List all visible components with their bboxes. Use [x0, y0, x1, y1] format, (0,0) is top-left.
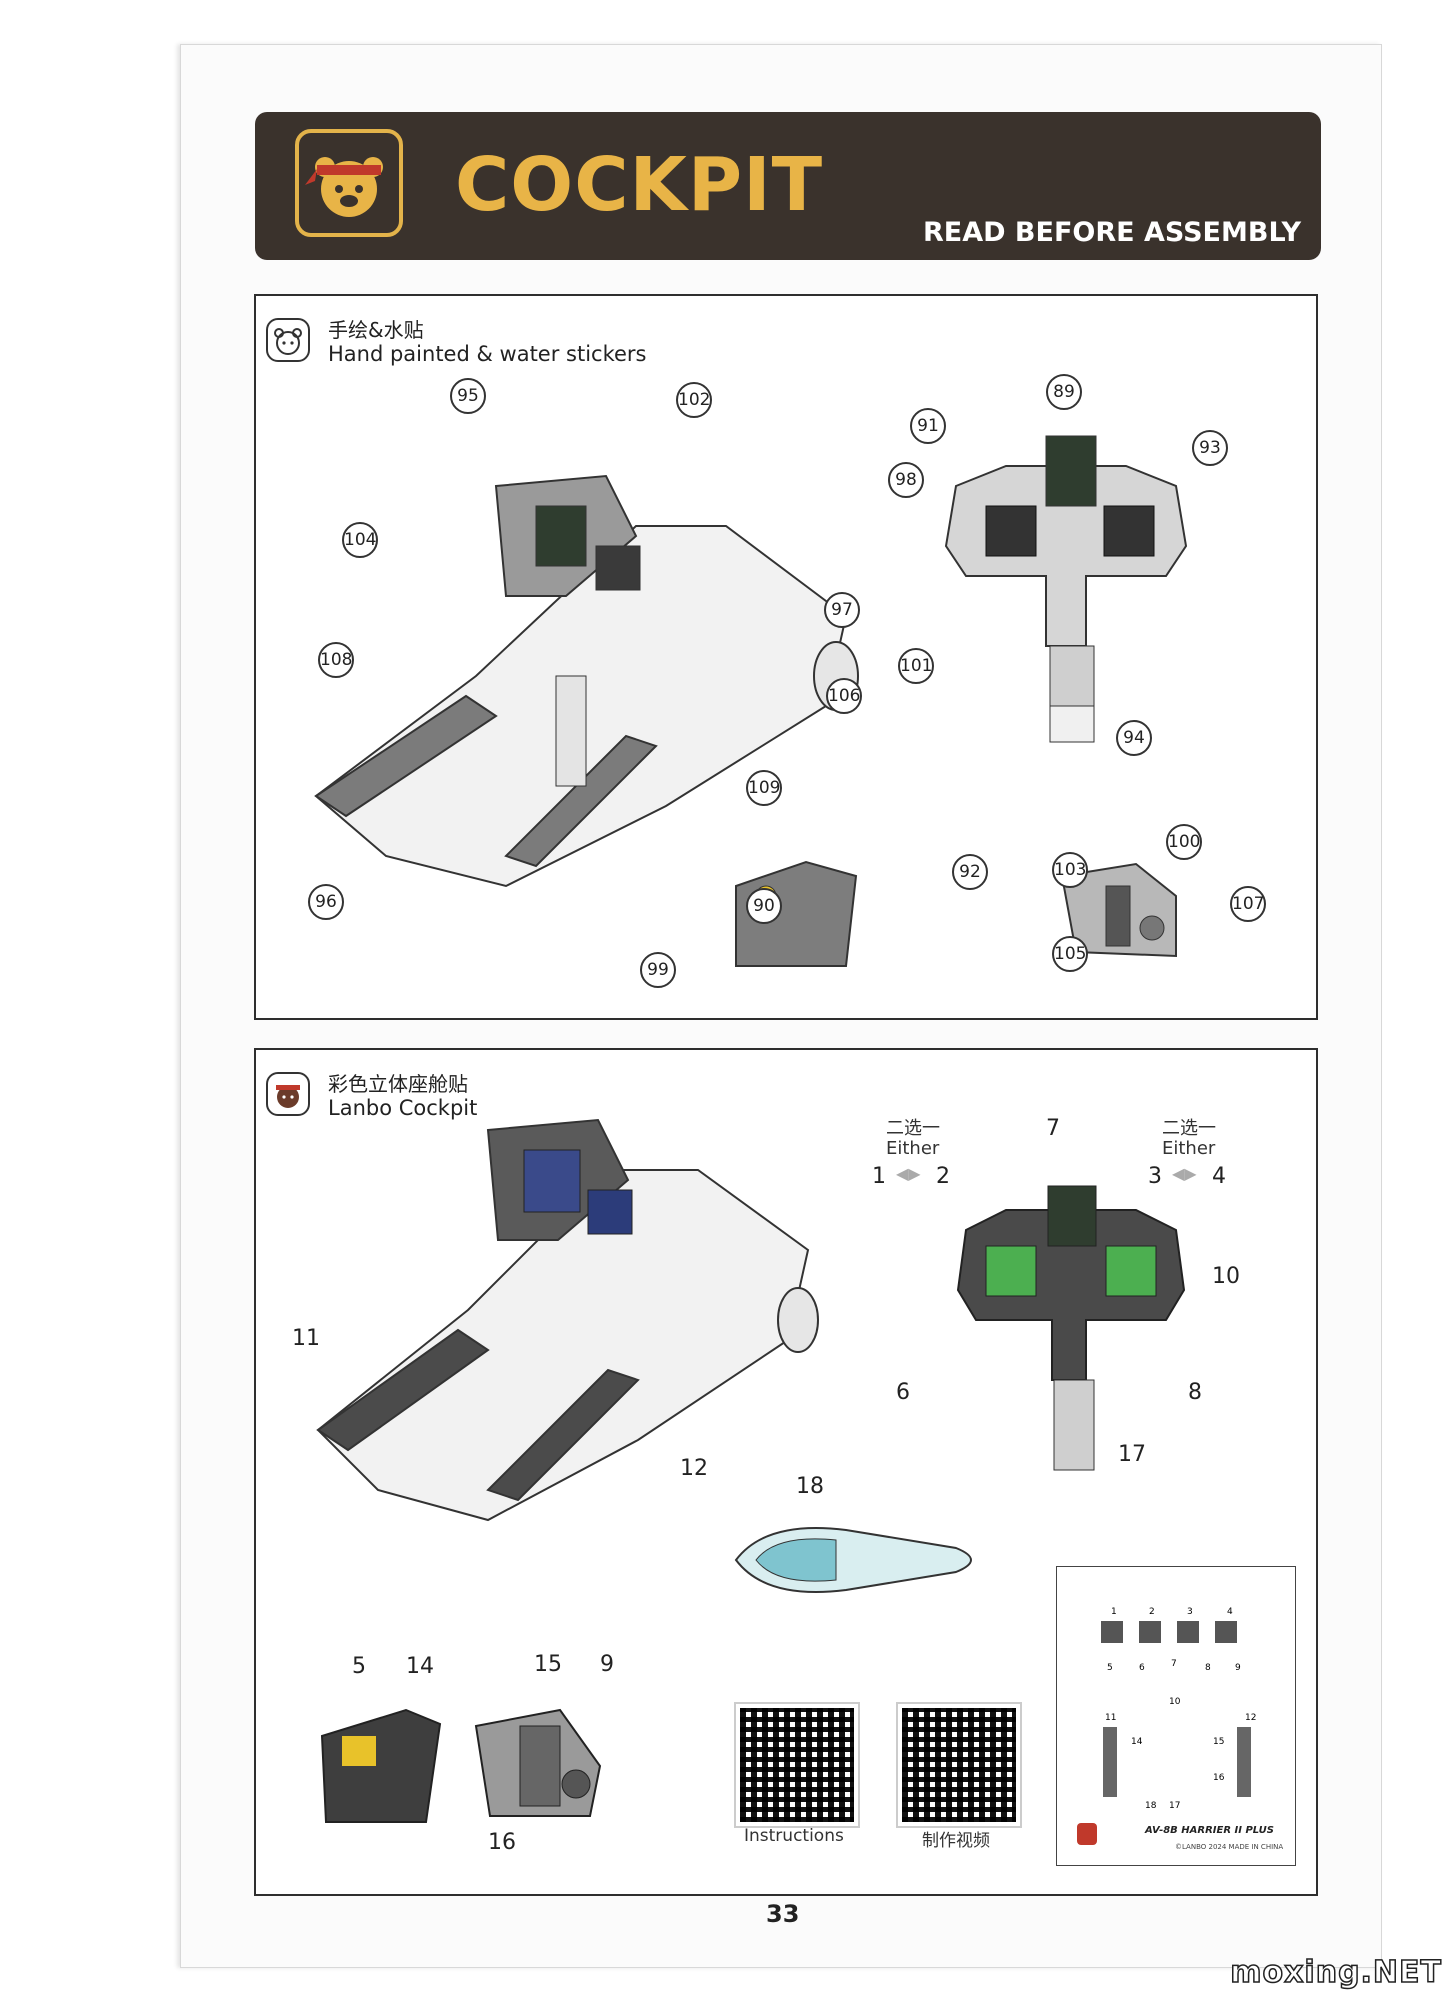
instructions-qr-code[interactable]: [734, 1702, 860, 1828]
section-title-cn: 手绘&水贴: [328, 318, 424, 342]
cockpit-tub-illustration: [314, 474, 859, 888]
canopy-illustration: [734, 1527, 972, 1593]
callout-104: 104: [342, 522, 378, 558]
label-9: 9: [600, 1652, 614, 1677]
decal-number: 14: [1131, 1737, 1143, 1747]
label-16: 16: [488, 1830, 516, 1855]
callout-100: 100: [1166, 824, 1202, 860]
color-cockpit-tub-illustration: [316, 1118, 819, 1522]
video-qr-label: 制作视频: [922, 1831, 990, 1851]
decal-number: 9: [1235, 1663, 1241, 1673]
callout-91: 91: [910, 408, 946, 444]
callout-103: 103: [1052, 852, 1088, 888]
label-5: 5: [352, 1654, 366, 1679]
watermark: moxing.NET: [1229, 1954, 1442, 1991]
callout-95: 95: [450, 378, 486, 414]
label-7: 7: [1046, 1116, 1060, 1141]
section-title-en: Hand painted & water stickers: [328, 342, 647, 366]
label-1: 1: [872, 1164, 886, 1189]
section-title-cn: 彩色立体座舱贴: [328, 1072, 468, 1096]
decal-number: 10: [1169, 1697, 1181, 1707]
decal-number: 3: [1187, 1607, 1193, 1617]
callout-99: 99: [640, 952, 676, 988]
decal-number: 4: [1227, 1607, 1233, 1617]
decal-side-panel: [1237, 1727, 1251, 1797]
video-qr-code[interactable]: [896, 1702, 1022, 1828]
page-title: COCKPIT: [455, 142, 824, 228]
callout-89: 89: [1046, 374, 1082, 410]
right-console-detail-illustration: [1060, 862, 1177, 958]
either-arrow-icon: ◀▶: [1172, 1164, 1197, 1183]
section-lanbo-cockpit: 彩色立体座舱贴 Lanbo Cockpit 二选一 Either 二选一 Eit…: [254, 1048, 1318, 1896]
label-14: 14: [406, 1654, 434, 1679]
decal-number: 8: [1205, 1663, 1211, 1673]
section-title-en: Lanbo Cockpit: [328, 1096, 478, 1120]
left-console-color-illustration: [320, 1708, 442, 1823]
decal-number: 12: [1245, 1713, 1257, 1723]
callout-102: 102: [676, 382, 712, 418]
label-4: 4: [1212, 1164, 1226, 1189]
callout-106: 106: [826, 678, 862, 714]
decal-number: 7: [1171, 1659, 1177, 1669]
callout-94: 94: [1116, 720, 1152, 756]
either-arrow-icon: ◀▶: [896, 1164, 921, 1183]
label-2: 2: [936, 1164, 950, 1189]
page-number: 33: [766, 1900, 800, 1928]
callout-109: 109: [746, 770, 782, 806]
label-17: 17: [1118, 1442, 1146, 1467]
decal-number: 11: [1105, 1713, 1117, 1723]
label-18: 18: [796, 1474, 824, 1499]
either-label-en-right: Either: [1162, 1138, 1216, 1159]
bear-head-color-icon: [266, 1072, 310, 1116]
label-11: 11: [292, 1326, 320, 1351]
section-hand-painted: 手绘&水贴 Hand painted & water stickers 95 1…: [254, 294, 1318, 1020]
callout-98: 98: [888, 462, 924, 498]
decal-number: 16: [1213, 1773, 1225, 1783]
callout-93: 93: [1192, 430, 1228, 466]
header-banner: COCKPIT READ BEFORE ASSEMBLY: [255, 112, 1321, 260]
instrument-panel-front-illustration: [944, 435, 1188, 743]
bear-head-icon: [266, 318, 310, 362]
decal-number: 17: [1169, 1801, 1181, 1811]
label-3: 3: [1148, 1164, 1162, 1189]
left-console-detail-illustration: [735, 860, 858, 967]
callout-105: 105: [1052, 936, 1088, 972]
callout-101: 101: [898, 648, 934, 684]
label-15: 15: [534, 1652, 562, 1677]
decal-number: 2: [1149, 1607, 1155, 1617]
decal-footer: ©LANBO 2024 MADE IN CHINA: [1175, 1843, 1284, 1851]
decal-side-panel: [1103, 1727, 1117, 1797]
callout-108: 108: [318, 642, 354, 678]
decal-number: 18: [1145, 1801, 1157, 1811]
callout-107: 107: [1230, 886, 1266, 922]
decal-number: 6: [1139, 1663, 1145, 1673]
lanbo-logo-icon: [1077, 1823, 1097, 1845]
page-subtitle: READ BEFORE ASSEMBLY: [922, 217, 1301, 248]
callout-92: 92: [952, 854, 988, 890]
label-8: 8: [1188, 1380, 1202, 1405]
product-name: AV-8B HARRIER II PLUS: [1145, 1825, 1274, 1836]
decal-number: 15: [1213, 1737, 1225, 1747]
label-12: 12: [680, 1456, 708, 1481]
either-label-cn-right: 二选一: [1162, 1118, 1216, 1139]
callout-90: 90: [746, 888, 782, 924]
decal-panels-row: [1101, 1621, 1241, 1643]
decal-sheet-thumbnail: 1 2 3 4 5 6 7 8 9 10 11 12 14 15 16 17 1…: [1056, 1566, 1296, 1866]
decal-number: 5: [1107, 1663, 1113, 1673]
callout-96: 96: [308, 884, 344, 920]
right-console-color-illustration: [474, 1708, 602, 1817]
label-6: 6: [896, 1380, 910, 1405]
instructions-qr-label: Instructions: [744, 1826, 844, 1846]
either-label-cn-left: 二选一: [886, 1118, 940, 1139]
label-10: 10: [1212, 1264, 1240, 1289]
callout-97: 97: [824, 592, 860, 628]
color-instrument-panel-illustration: [956, 1185, 1186, 1471]
decal-number: 1: [1111, 1607, 1117, 1617]
either-label-en-left: Either: [886, 1138, 940, 1159]
bear-logo-icon: [295, 129, 403, 237]
